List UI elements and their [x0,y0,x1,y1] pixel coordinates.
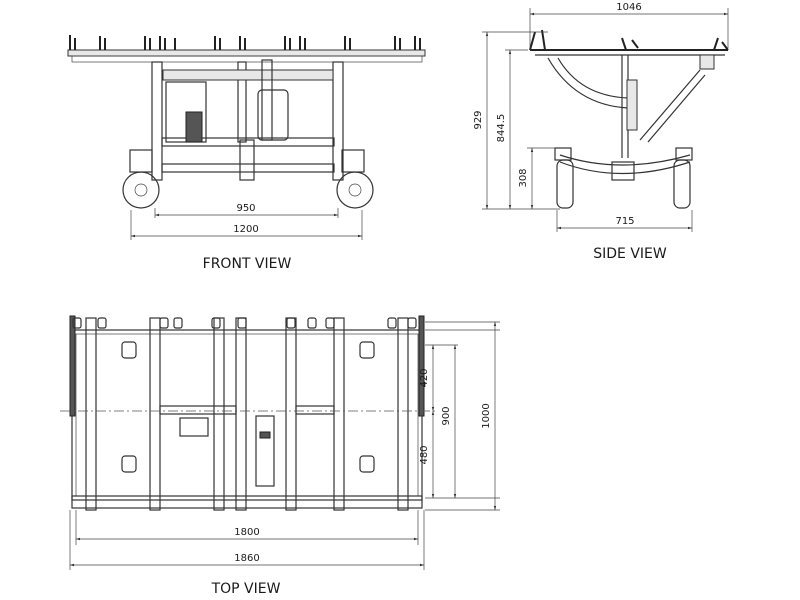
side-dimensions: 1046 929 844.5 308 715 [473,2,729,232]
front-left-wheel [122,149,160,209]
dim-950: 950 [236,203,255,214]
dim-1000: 1000 [481,403,492,428]
top-view-clamps [72,317,417,329]
side-view-title: SIDE VIEW [593,246,667,262]
front-right-wheel [336,149,374,209]
dim-929: 929 [473,110,484,129]
front-view: 950 1200 FRONT VIEW [67,35,426,272]
dim-1046: 1046 [616,2,641,13]
top-view-rails [69,315,425,511]
dim-480: 480 [419,445,430,464]
dim-1200: 1200 [233,224,258,235]
side-caster-right [673,147,693,209]
front-dimensions: 950 1200 [130,203,363,240]
front-view-title: FRONT VIEW [203,256,292,272]
side-view: 1046 929 844.5 308 715 SIDE VIEW [473,2,729,262]
dim-420: 420 [419,368,430,387]
dim-715: 715 [615,216,634,227]
top-view: 420 480 900 1000 1800 1860 TOP VIEW [60,315,500,597]
dim-308: 308 [518,168,529,187]
dim-1860: 1860 [234,553,259,564]
dim-900: 900 [441,406,452,425]
front-clamps [69,35,421,50]
side-caster-left [554,147,574,209]
top-dimensions: 420 480 900 1000 1800 1860 [69,321,500,570]
top-view-title: TOP VIEW [211,581,281,597]
dim-1800: 1800 [234,527,259,538]
dim-844-5: 844.5 [496,114,507,143]
